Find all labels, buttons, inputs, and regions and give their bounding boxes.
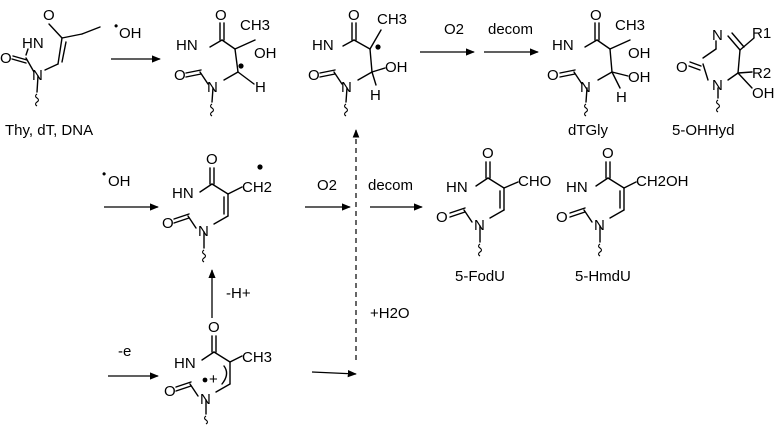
atom-label: CH3: [615, 17, 645, 34]
atom-label: N: [580, 79, 591, 96]
atom-label: OH: [385, 59, 408, 76]
ohhyd-structure: N R1 O R2 N OH 5-OHHyd: [672, 25, 775, 139]
atom-label: CHO: [518, 173, 551, 190]
electron-loss-arrow: -e: [108, 343, 159, 380]
atom-label: O: [206, 151, 218, 168]
atom-label: R1: [752, 25, 771, 42]
atom-label: O: [436, 209, 448, 226]
atom-label: N: [712, 77, 723, 94]
structure-caption: 5-OHHyd: [672, 122, 735, 139]
reagent-label: decom: [488, 21, 533, 38]
atom-label: O: [164, 383, 176, 400]
atom-label: CH2OH: [636, 173, 689, 190]
atom-label: HN: [176, 37, 198, 54]
atom-label: HN: [172, 185, 194, 202]
reagent-label: OH: [108, 173, 131, 190]
reagent-label: O2: [444, 21, 464, 38]
atom-label: O: [348, 7, 360, 24]
atom-label: HN: [312, 37, 334, 54]
atom-label: N: [200, 391, 211, 408]
atom-label: OH: [628, 69, 651, 86]
atom-label: O: [590, 7, 602, 24]
atom-label: N: [32, 67, 43, 84]
structure-caption: dTGly: [568, 122, 609, 139]
atom-label: HN: [174, 355, 196, 372]
atom-label: HN: [566, 179, 588, 196]
reagent-label: O2: [317, 177, 337, 194]
radical-dot: [375, 44, 381, 50]
structure-caption: Thy, dT, DNA: [5, 122, 93, 139]
oh-adduct-5-structure: O CH3 HN OH O N H: [174, 7, 277, 117]
atom-label: N: [341, 79, 352, 96]
atom-label: O: [556, 209, 568, 226]
reagent-label: +H2O: [370, 305, 410, 322]
atom-label: CH3: [240, 17, 270, 34]
atom-label: N: [594, 217, 605, 234]
atom-label: O: [602, 145, 614, 162]
oh-attack-arrow: • OH: [111, 19, 161, 63]
atom-label: O: [43, 7, 55, 24]
atom-label: N: [474, 217, 485, 234]
atom-label: O: [208, 319, 220, 336]
atom-label: N: [207, 79, 218, 96]
atom-label: O: [0, 50, 12, 67]
atom-label: O: [174, 67, 186, 84]
atom-label: N: [198, 223, 209, 240]
oxidation-arrow-top: O2 decom: [420, 21, 539, 56]
atom-label: CH3: [377, 11, 407, 28]
reagent-label: OH: [119, 25, 142, 42]
atom-label: N: [712, 27, 723, 44]
radical-dot: •: [102, 167, 106, 181]
radical-dot: •: [114, 19, 118, 33]
atom-label: O: [547, 67, 559, 84]
fodu-structure: O CHO HN O N 5-FodU: [436, 145, 551, 285]
atom-label: H: [255, 79, 266, 96]
reagent-label: -H+: [226, 285, 251, 302]
atom-label: OH: [254, 45, 277, 62]
radical-dot: [202, 377, 208, 383]
atom-label: HN: [22, 35, 44, 52]
reagent-label: decom: [368, 177, 413, 194]
atom-label: HN: [446, 179, 468, 196]
hmdu-structure: O CH2OH HN O N 5-HmdU: [556, 145, 689, 285]
dtgly-structure: O CH3 HN OH OH O N H dTGly: [547, 7, 651, 139]
atom-label: HN: [552, 37, 574, 54]
structure-caption: 5-HmdU: [575, 268, 631, 285]
cation-charge: +: [209, 371, 218, 388]
hydration-path: +H2O: [311, 129, 410, 378]
deprotonation-arrow: -H+: [208, 269, 251, 318]
atom-label: O: [482, 145, 494, 162]
atom-label: O: [162, 215, 174, 232]
atom-label: H: [616, 89, 627, 106]
reagent-label: -e: [118, 343, 131, 360]
oh-abstraction-arrow: • OH: [102, 167, 159, 211]
atom-label: OH: [628, 45, 651, 62]
atom-label: R2: [752, 65, 771, 82]
atom-label: CH3: [242, 349, 272, 366]
oh-adduct-6-structure: O CH3 HN OH O N H: [308, 7, 408, 117]
atom-label: OH: [752, 85, 775, 102]
atom-label: O: [215, 7, 227, 24]
allyl-radical-structure: O CH2 HN O N: [162, 151, 272, 263]
radical-dot: [238, 63, 244, 69]
atom-label: H: [370, 87, 381, 104]
radical-dot: [257, 164, 263, 170]
atom-label: O: [676, 59, 688, 76]
atom-label: O: [308, 67, 320, 84]
radical-cation-structure: O CH3 HN + O N: [164, 319, 272, 425]
thymine-structure: O HN O N Thy, dT, DNA: [0, 7, 101, 139]
oxidation-arrow-middle: O2 decom: [305, 177, 423, 211]
atom-label: CH2: [242, 179, 272, 196]
structure-caption: 5-FodU: [455, 268, 505, 285]
